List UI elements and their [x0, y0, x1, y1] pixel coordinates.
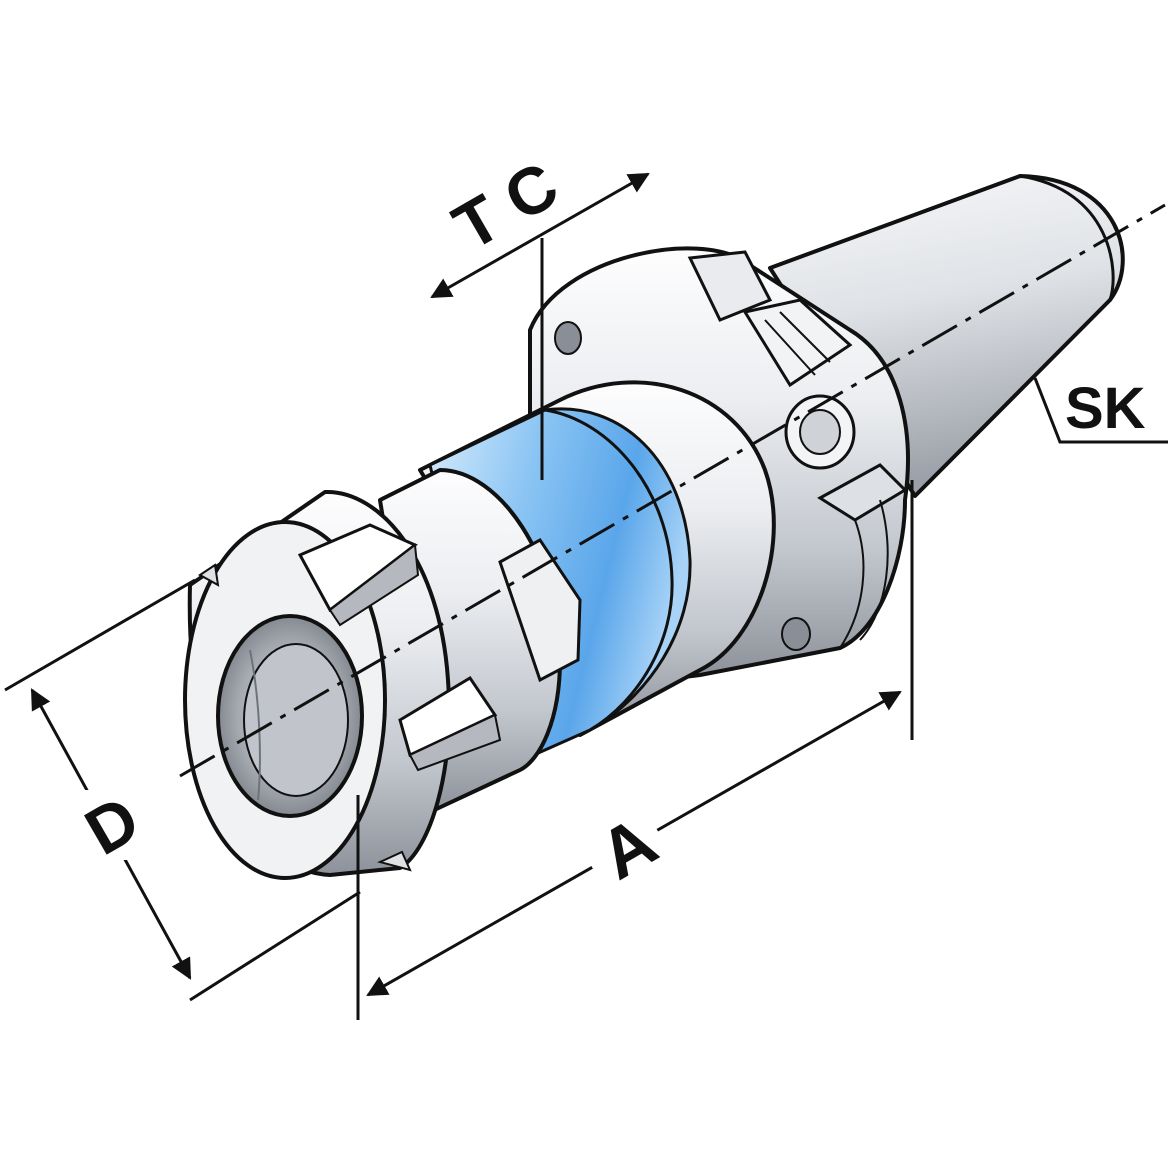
label-sk: SK — [1065, 376, 1146, 441]
leader-sk — [1033, 377, 1168, 444]
flange-hole-bottom — [781, 617, 811, 651]
label-tc: T C — [441, 147, 570, 264]
dimension-arrow-tc — [430, 172, 650, 299]
centre-axis — [179, 203, 1166, 778]
flange-hole-top — [554, 321, 582, 355]
drive-slot-top — [687, 250, 773, 322]
label-a: A — [587, 802, 670, 895]
collet-bore — [216, 614, 364, 818]
drive-slot-top-face — [742, 298, 853, 388]
taper-shank — [768, 174, 1125, 498]
